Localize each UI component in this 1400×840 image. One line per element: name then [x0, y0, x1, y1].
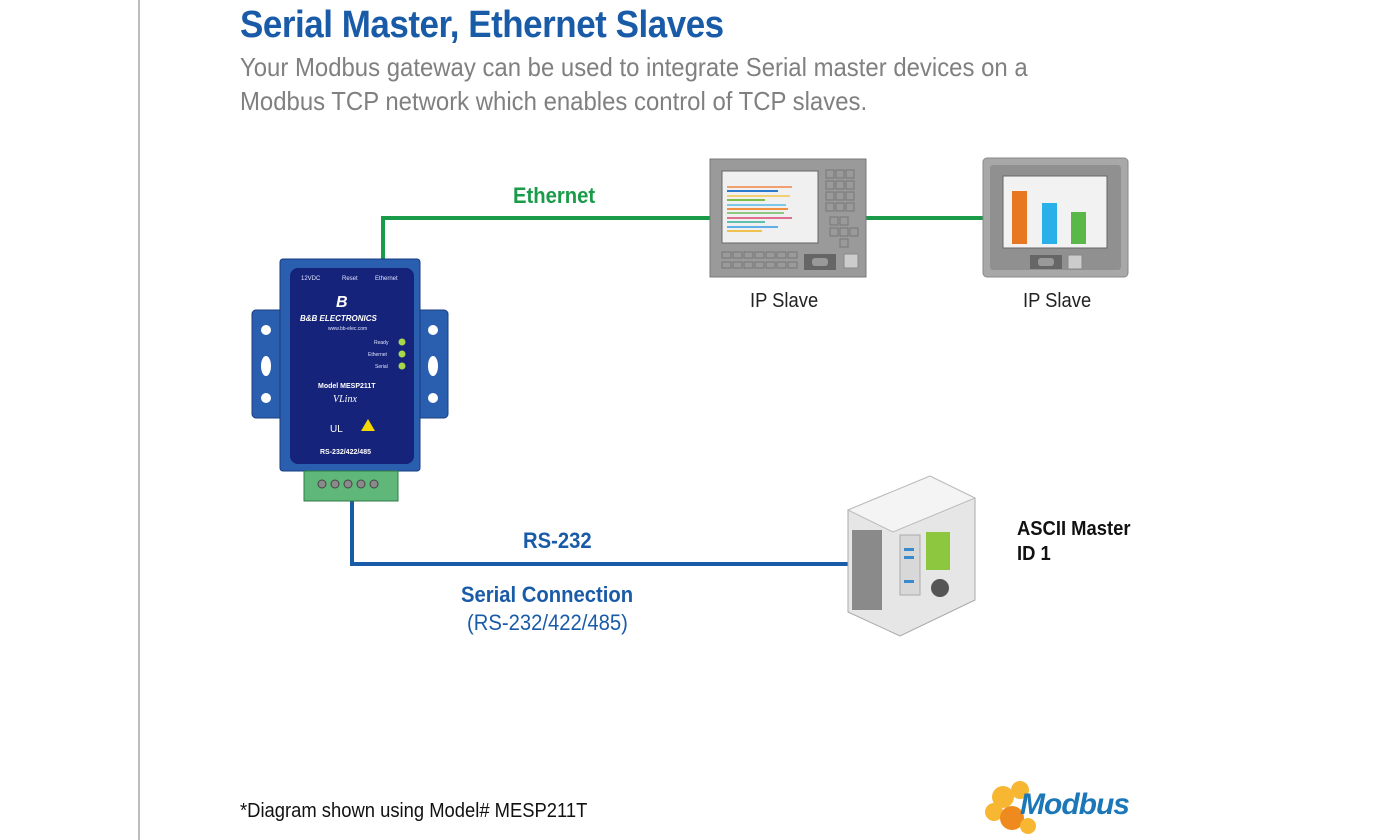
gateway-product-line: VLinx: [333, 394, 357, 405]
screen-bar-blue: [1042, 203, 1057, 244]
plc-dial: [931, 579, 949, 597]
warning-icon: [361, 419, 375, 431]
rs232-label: RS-232: [523, 528, 592, 553]
modbus-logo-text: Modbus: [1020, 788, 1130, 821]
ascii-master-id: ID 1: [1017, 543, 1051, 565]
led-ethernet-icon: [398, 350, 406, 358]
subtitle-line-2: Modbus TCP network which enables control…: [240, 86, 868, 116]
gateway-model: Model MESP211T: [318, 383, 376, 390]
ethernet-port-icon: [843, 253, 859, 269]
page-title: Serial Master, Ethernet Slaves: [240, 4, 724, 46]
page-subtitle: Your Modbus gateway can be used to integ…: [240, 50, 1028, 118]
ethernet-port-icon-2: [1067, 254, 1083, 270]
gateway-face: [290, 268, 414, 464]
led-serial-icon: [398, 362, 406, 370]
plc-display: [926, 532, 950, 570]
diagram-footnote: *Diagram shown using Model# MESP211T: [240, 800, 588, 822]
gateway-brand: B&B ELECTRONICS: [300, 314, 378, 323]
gateway-port-label-reset: Reset: [342, 276, 358, 282]
gateway-serial-type: RS-232/422/485: [320, 449, 371, 456]
screen-bar-green: [1071, 212, 1086, 244]
ethernet-label: Ethernet: [513, 183, 596, 208]
led-ready-icon: [398, 338, 406, 346]
ascii-master-label: ASCII Master: [1017, 518, 1131, 540]
gateway-port-label-power: 12VDC: [301, 276, 321, 282]
modbus-logo-icon: [985, 781, 1036, 834]
serial-connection-label: Serial Connection: [461, 582, 634, 607]
led-label-ready: Ready: [374, 340, 389, 346]
gateway-device: 12VDC Reset Ethernet B B&B ELECTRONICS w…: [251, 258, 449, 502]
ip-slave-1-label: IP Slave: [750, 290, 819, 312]
ip-slave-1-device: [709, 158, 867, 278]
left-divider: [138, 0, 140, 840]
bb-logo-icon: B: [336, 294, 348, 311]
ul-mark-icon: UL: [330, 424, 343, 435]
subtitle-line-1: Your Modbus gateway can be used to integ…: [240, 52, 1028, 82]
hmi-screen: [721, 170, 819, 244]
ip-slave-2-device: [982, 157, 1129, 278]
serial-connection-types: (RS-232/422/485): [467, 610, 628, 635]
ethernet-connection-line: [381, 216, 712, 262]
gateway-website: www.bb-elec.com: [328, 326, 367, 332]
led-label-serial: Serial: [375, 364, 388, 370]
gateway-port-label-ethernet: Ethernet: [375, 276, 398, 282]
ip-slave-2-label: IP Slave: [1023, 290, 1092, 312]
serial-connection-line: [350, 500, 848, 566]
screen-bar-orange: [1012, 191, 1027, 244]
led-label-ethernet: Ethernet: [368, 352, 388, 358]
ascii-master-plc-device: [846, 475, 977, 637]
